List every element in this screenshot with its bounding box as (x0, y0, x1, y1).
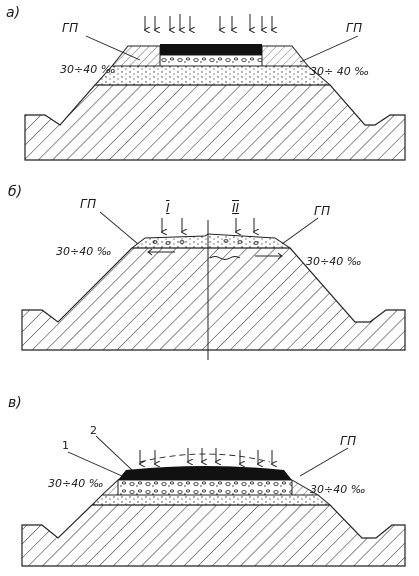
gp-label-left-a: ГП (62, 21, 79, 35)
crown-arc-c (139, 453, 271, 463)
sand-layer-a (93, 65, 332, 86)
slope-label-right-c: 30÷40 ‰ (310, 483, 366, 496)
rain-arrows-b (162, 218, 254, 232)
callout-1-c: 1 (62, 439, 69, 452)
gp-leader-right-a (299, 35, 359, 63)
panel-b-letter: б) (8, 184, 23, 200)
marker-II-b: II (232, 201, 240, 215)
marker-I-b: I (166, 201, 170, 215)
gp-label-right-a: ГП (346, 21, 363, 35)
embankment-body-a (24, 84, 406, 161)
slope-label-left-c: 30÷40 ‰ (48, 477, 104, 490)
callout-2-c: 2 (90, 424, 97, 437)
asphalt-surface-c (118, 466, 292, 480)
gp-leader-left-b (99, 211, 139, 245)
panel-a (24, 14, 406, 161)
rain-arrows-a (145, 14, 272, 30)
embankment-body-c (21, 504, 406, 567)
slope-label-right-b: 30÷40 ‰ (306, 255, 362, 268)
gravel-base-a (159, 54, 263, 67)
gp-label-left-b: ГП (80, 197, 97, 211)
shoulder-right-a (261, 45, 310, 67)
shoulder-left-c (100, 478, 119, 496)
slope-label-left-a: 30÷40 ‰ (60, 63, 116, 76)
gp-leader-right-b (281, 217, 319, 245)
panel-c (21, 435, 406, 567)
flow-arrows-b (147, 248, 283, 260)
panel-a-letter: а) (6, 5, 21, 21)
slope-label-left-b: 30÷40 ‰ (56, 245, 112, 258)
gp-label-right-c: ГП (340, 434, 357, 448)
leader-1-c (67, 451, 123, 477)
gravel-base-c (117, 479, 293, 496)
asphalt-surface-a (160, 44, 262, 55)
gp-leader-left-a (85, 35, 141, 61)
gravel-marks-b (152, 239, 259, 245)
slope-label-right-a: 30÷ 40 ‰ (310, 65, 370, 78)
panel-b (21, 211, 406, 360)
embankment-body-b (21, 247, 406, 351)
sand-layer-c (90, 494, 332, 506)
rain-arrows-c (140, 448, 272, 464)
panel-c-letter: в) (8, 395, 22, 411)
gp-label-right-b: ГП (314, 204, 331, 218)
shoulder-left-a (110, 45, 161, 67)
leader-2-c (95, 435, 133, 471)
gp-leader-right-c (299, 447, 349, 477)
